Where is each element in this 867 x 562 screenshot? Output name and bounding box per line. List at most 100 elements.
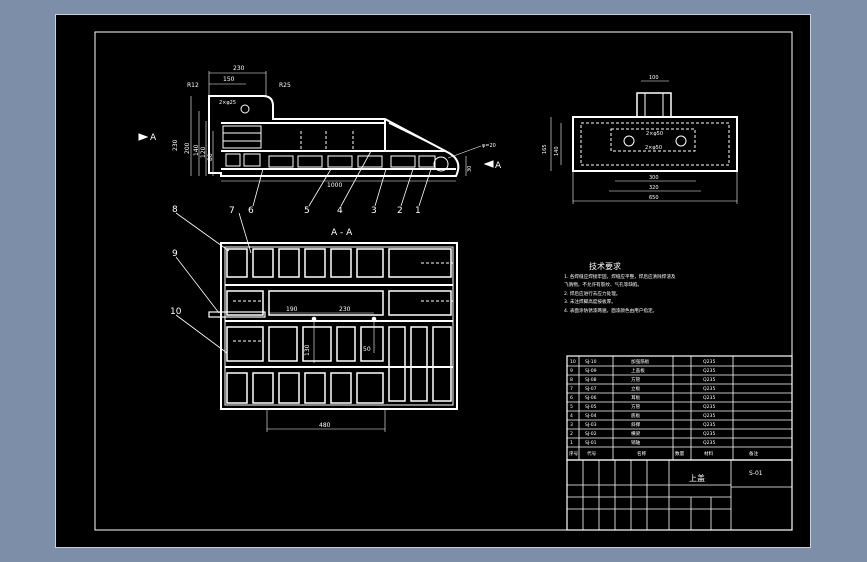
dim-text: 120 (200, 146, 207, 158)
part-no: 6 (570, 395, 573, 401)
header-cell: 代号 (587, 450, 597, 457)
part-name: 上盖板 (631, 367, 645, 374)
part-no: 9 (570, 368, 573, 374)
hole-icon (311, 316, 317, 322)
cell (226, 248, 248, 278)
title-block (566, 459, 793, 531)
leader (340, 150, 372, 207)
hidden-box (580, 122, 730, 166)
part-no: 1 (570, 440, 573, 446)
box (225, 153, 241, 167)
dim-text: 2×φ25 (219, 100, 236, 106)
dim-text: 30 (467, 166, 473, 172)
section-label: A (495, 161, 502, 171)
balloon: 10 (170, 307, 182, 317)
part-name: 斜撑 (631, 421, 641, 428)
part-material: Q235 (703, 359, 715, 365)
dim-text: 230 (339, 306, 351, 313)
cell (304, 248, 326, 278)
leader (252, 168, 264, 207)
leader (400, 168, 414, 207)
part-material: Q235 (703, 386, 715, 392)
section-label: A (150, 133, 157, 143)
dim-text: 50 (363, 346, 371, 353)
cell (336, 326, 356, 362)
dim-text: 320 (649, 185, 659, 191)
cell (278, 248, 300, 278)
diagonal-brace (388, 122, 447, 152)
header-cell: 序号 (569, 450, 579, 457)
technical-notes: 技术要求 1. 各焊缝应焊接牢固，焊缝应平整，焊后应清除焊渣及 飞溅物，不允许有… (564, 261, 676, 314)
part-material: Q235 (703, 395, 715, 401)
cell (330, 372, 352, 404)
cell (268, 326, 298, 362)
leader (308, 168, 332, 207)
drawing-sheet: 230 150 R12 R25 2×φ25 230 200 140 120 80… (55, 14, 811, 548)
cell (360, 326, 384, 362)
header-cell: 数量 (675, 450, 685, 457)
dim-text: R12 (187, 82, 199, 89)
box (297, 155, 323, 168)
side-view-text: 100 2×φ50 2×φ50 165 140 300 320 650 (542, 75, 663, 201)
hole-icon (371, 316, 377, 322)
part-code: SJ-07 (585, 386, 597, 392)
upper-hole-icon (240, 104, 250, 114)
header-cell: 材料 (704, 450, 714, 457)
section-title: A - A (331, 228, 353, 238)
leader (238, 212, 252, 254)
balloon: 6 (248, 206, 254, 216)
cad-drawing: 230 150 R12 R25 2×φ25 230 200 140 120 80… (94, 31, 793, 531)
cell (356, 372, 384, 404)
cell (356, 248, 384, 278)
cell (304, 372, 326, 404)
section-inner (224, 246, 454, 406)
dim-text: R25 (279, 82, 291, 89)
leader (447, 145, 482, 159)
part-name: 方管 (631, 403, 641, 410)
cell (226, 290, 264, 316)
dim-text: 80 (207, 153, 214, 161)
box (243, 153, 261, 167)
balloon: 4 (337, 206, 343, 216)
dim-text: 300 (649, 175, 659, 181)
section-arrow-icon (138, 133, 149, 141)
cell (432, 326, 452, 402)
part-name: 加强筋板 (631, 358, 650, 365)
dim-text: 150 (223, 76, 235, 83)
balloon: 9 (172, 249, 178, 259)
dim-text: 650 (649, 195, 659, 201)
inner-frame (94, 31, 793, 531)
notes-title: 技术要求 (589, 261, 621, 271)
drawing-title: 上盖 (689, 473, 705, 483)
box (357, 155, 383, 168)
balloon: 5 (304, 206, 310, 216)
cell (268, 290, 384, 316)
dim-text: 2×φ50 (645, 145, 662, 151)
dim-text: φ=20 (482, 143, 496, 149)
side-lug (636, 92, 672, 118)
leader (418, 168, 432, 207)
box (390, 155, 416, 168)
box (268, 155, 294, 168)
part-material: Q235 (703, 368, 715, 374)
part-material: Q235 (703, 422, 715, 428)
cell (388, 326, 406, 402)
parts-list (566, 355, 793, 531)
dim-text: 230 (172, 139, 179, 151)
balloon: 7 (229, 206, 235, 216)
leader (175, 314, 228, 354)
balloon: 8 (172, 205, 178, 215)
part-code: SJ-10 (585, 359, 597, 365)
part-material: Q235 (703, 431, 715, 437)
dim-text: 190 (286, 306, 298, 313)
front-view (138, 71, 494, 207)
part-code: SJ-08 (585, 377, 597, 383)
left-block (222, 125, 262, 149)
box (327, 155, 353, 168)
dim-text: 140 (554, 146, 560, 156)
dim-text: 100 (649, 75, 659, 81)
cell (252, 372, 274, 404)
dim-text: 230 (233, 65, 245, 72)
leader (374, 168, 387, 207)
part-code: SJ-09 (585, 368, 597, 374)
